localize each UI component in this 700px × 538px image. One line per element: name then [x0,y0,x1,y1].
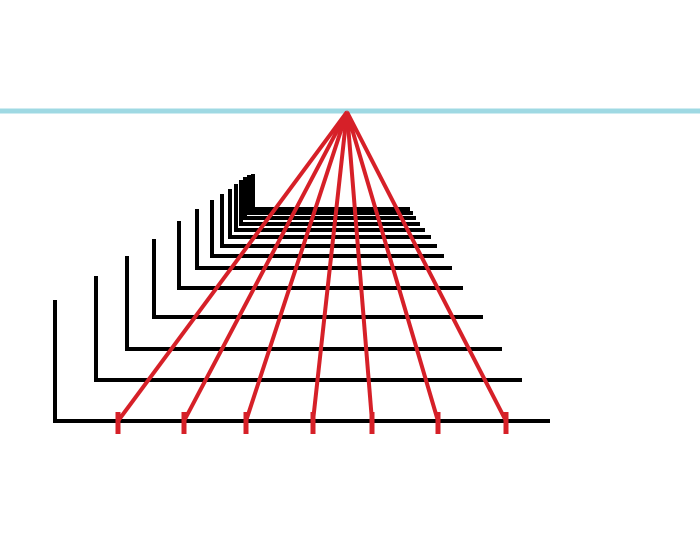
converging-line [345,111,508,422]
converging-lines-layer [116,110,508,423]
converging-line [116,110,349,423]
converging-line [182,111,349,422]
ground-lines-layer [55,207,550,423]
vertical-strokes-layer [53,174,255,423]
converging-line [244,111,349,422]
converging-line [345,111,374,422]
vanishing-point [342,110,352,120]
converging-line [311,111,349,422]
base-ticks-layer [115,412,509,434]
converging-line [345,111,440,422]
